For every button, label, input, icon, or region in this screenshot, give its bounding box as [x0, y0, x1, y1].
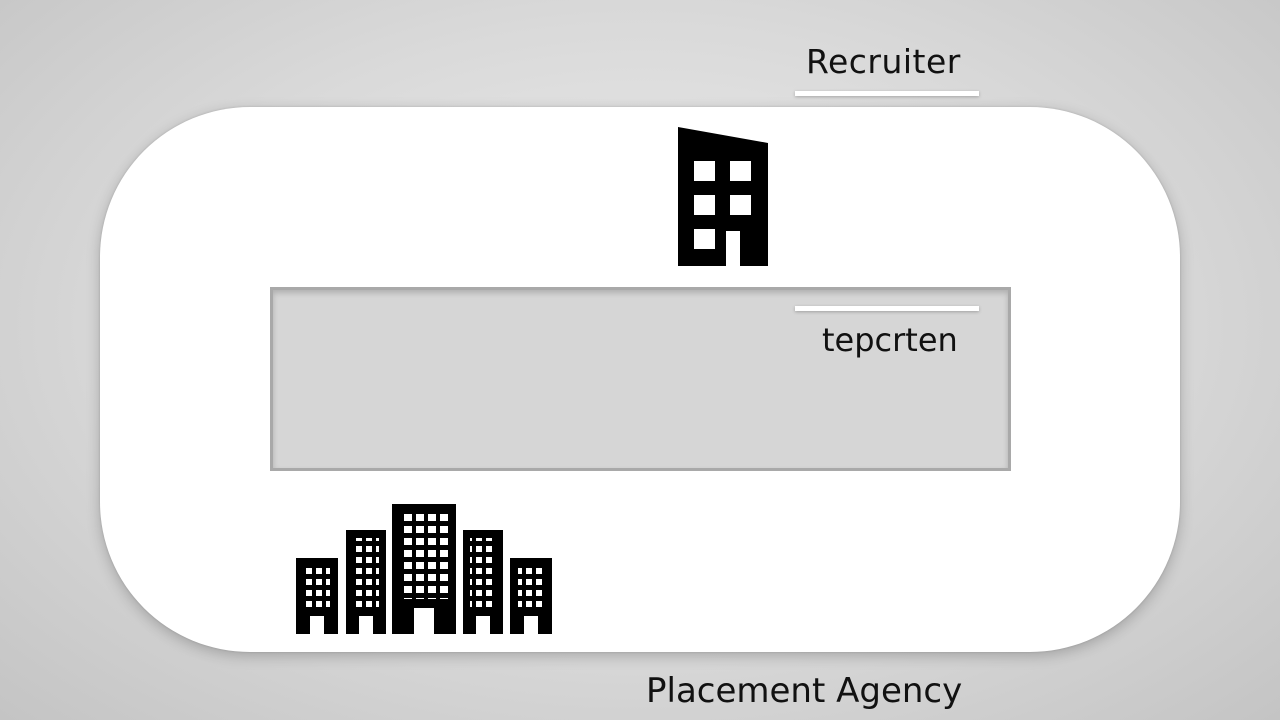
- placement-agency-label: Placement Agency: [646, 671, 963, 711]
- inner-slot-label: tepcrten: [822, 321, 958, 359]
- inner-underline: [795, 306, 979, 311]
- recruiter-underline: [795, 91, 979, 96]
- office-building-icon: [678, 127, 768, 266]
- recruiter-label: Recruiter: [806, 42, 961, 81]
- input-slot-panel: [270, 287, 1011, 471]
- city-buildings-icon: [296, 504, 552, 634]
